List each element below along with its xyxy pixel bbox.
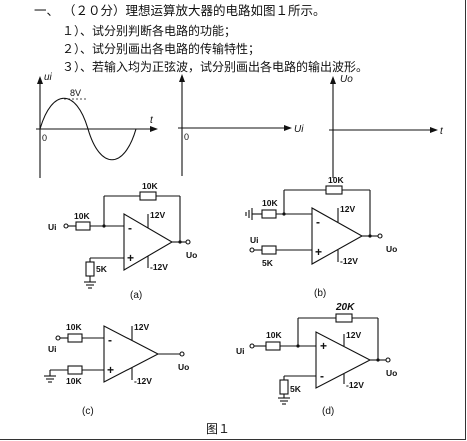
- transfer-graph-x-label: Ui: [294, 124, 304, 135]
- circuit-c: - + 10K Ui 10K 12V -12V Uo (c): [44, 322, 189, 417]
- input-graph-x-arrow: [150, 126, 158, 132]
- circuit-c-output-label: Uo: [178, 362, 189, 372]
- opamp-b-minus: -: [316, 215, 320, 229]
- circuit-d-output-terminal: [385, 357, 391, 363]
- question-item-2: ２）、试分别画出各电路的传输特性；: [62, 42, 261, 56]
- circuit-a-input-resistor: [75, 221, 91, 231]
- sine-wave-curve: [39, 97, 137, 161]
- circuit-a: - + Ui 10K 10K 5K 12V -12V U: [48, 181, 197, 301]
- circuit-a-vneg-label: -12V: [150, 262, 168, 272]
- circuit-c-input-terminal: [55, 335, 61, 341]
- circuit-a-output-label: Uo: [186, 250, 197, 260]
- opamp-b-plus: +: [315, 245, 322, 259]
- circuit-c-rbottom-label: 10K: [66, 376, 82, 386]
- circuit-c-top-resistor: [67, 333, 83, 343]
- transfer-graph-origin: 0: [184, 132, 189, 142]
- transfer-characteristic-graph: 0 Ui: [178, 74, 304, 176]
- output-waveform-graph: Uo t: [329, 74, 444, 178]
- output-graph-y-arrow: [330, 76, 336, 84]
- input-graph-origin: 0: [42, 133, 47, 143]
- opamp-c-triangle: [103, 325, 160, 383]
- circuit-d-input-label: Ui: [236, 346, 245, 356]
- circuit-b-caption: (b): [314, 288, 326, 299]
- circuit-a-input-label: Ui: [48, 222, 57, 232]
- circuit-b-output-label: Uo: [386, 244, 397, 254]
- circuit-a-rground-label: 5K: [96, 264, 108, 274]
- circuit-a-ground-resistor: [85, 261, 95, 277]
- circuit-c-caption: (c): [82, 406, 94, 417]
- output-graph-y-label: Uo: [340, 74, 353, 85]
- circuit-d-vpos-label: 12V: [346, 330, 361, 340]
- opamp-d-minus: -: [320, 369, 324, 383]
- input-amplitude-label: 8V: [70, 88, 81, 98]
- circuit-b-vneg-label: -12V: [340, 256, 358, 266]
- question-item-1: １）、试分别判断各电路的功能；: [62, 24, 237, 38]
- input-graph-x-label: t: [150, 115, 154, 126]
- circuit-d-ground-resistor: [279, 379, 289, 395]
- circuit-d-vneg-label: -12V: [346, 380, 364, 390]
- circuit-b-input-terminal: [249, 247, 255, 253]
- circuit-b-pos-resistor: [261, 245, 277, 255]
- circuit-d-rin-label: 10K: [266, 330, 282, 340]
- circuit-b-feedback-resistor: [325, 185, 343, 195]
- transfer-graph-y-arrow: [179, 74, 185, 82]
- circuit-a-output-terminal: [185, 239, 191, 245]
- question-item-3: ３）、若输入均为正弦波，试分别画出各电路的输出波形。: [62, 60, 369, 74]
- circuit-d-input-terminal: [249, 343, 255, 349]
- circuit-d-output-label: Uo: [386, 368, 397, 378]
- circuit-c-rtop-label: 10K: [66, 322, 82, 332]
- circuit-a-rf-label: 10K: [142, 181, 158, 191]
- transfer-graph-x-arrow: [284, 125, 292, 131]
- opamp-a-plus: +: [127, 251, 134, 265]
- circuit-d: + - 20K Ui 10K 5K 12V -12V U: [236, 302, 397, 417]
- circuit-b-output-terminal: [377, 233, 383, 239]
- circuit-b: - + 10K 10K Ui 5K 12V -12V Uo: [245, 175, 397, 299]
- circuit-d-input-resistor: [265, 341, 281, 351]
- output-graph-x-label: t: [440, 126, 444, 137]
- question-heading: 一、 （２０分）理想运算放大器的电路如图１所示。: [34, 3, 326, 18]
- circuit-b-input-resistor: [261, 209, 277, 219]
- circuit-c-vneg-label: -12V: [134, 376, 152, 386]
- circuit-b-input-label: Ui: [250, 235, 259, 245]
- circuit-a-caption: (a): [130, 290, 142, 301]
- circuit-d-feedback-resistor: [335, 313, 353, 323]
- opamp-c-minus: -: [108, 333, 112, 347]
- circuit-d-caption: (d): [322, 406, 334, 417]
- circuit-a-rin-label: 10K: [74, 211, 90, 221]
- input-graph-y-label: ui: [44, 72, 53, 83]
- circuit-b-rpos-label: 5K: [262, 258, 274, 268]
- circuit-a-feedback-resistor: [139, 191, 157, 201]
- opamp-a-minus: -: [128, 221, 132, 235]
- opamp-b-triangle: [311, 207, 364, 265]
- circuit-a-vpos-label: 12V: [150, 210, 165, 220]
- circuit-c-bottom-resistor: [67, 365, 83, 375]
- circuit-c-vpos-label: 12V: [134, 322, 149, 332]
- circuit-d-rf-label: 20K: [335, 302, 355, 313]
- input-waveform-graph: ui 8V 0 t: [36, 72, 158, 178]
- output-graph-x-arrow: [430, 127, 438, 133]
- circuit-b-rf-label: 10K: [328, 175, 344, 185]
- circuit-d-rground-label: 5K: [290, 384, 302, 394]
- opamp-c-plus: +: [107, 363, 114, 377]
- opamp-d-plus: +: [320, 339, 327, 353]
- input-graph-y-arrow: [37, 76, 43, 84]
- opamp-d-triangle: [315, 331, 372, 389]
- circuit-c-input-label: Ui: [48, 344, 57, 354]
- circuit-a-input-terminal: [63, 223, 69, 229]
- circuit-c-output-terminal: [179, 351, 185, 357]
- circuit-b-vpos-label: 12V: [340, 204, 355, 214]
- circuit-b-rin-label: 10K: [262, 198, 278, 208]
- figure-caption: 图１: [206, 422, 231, 436]
